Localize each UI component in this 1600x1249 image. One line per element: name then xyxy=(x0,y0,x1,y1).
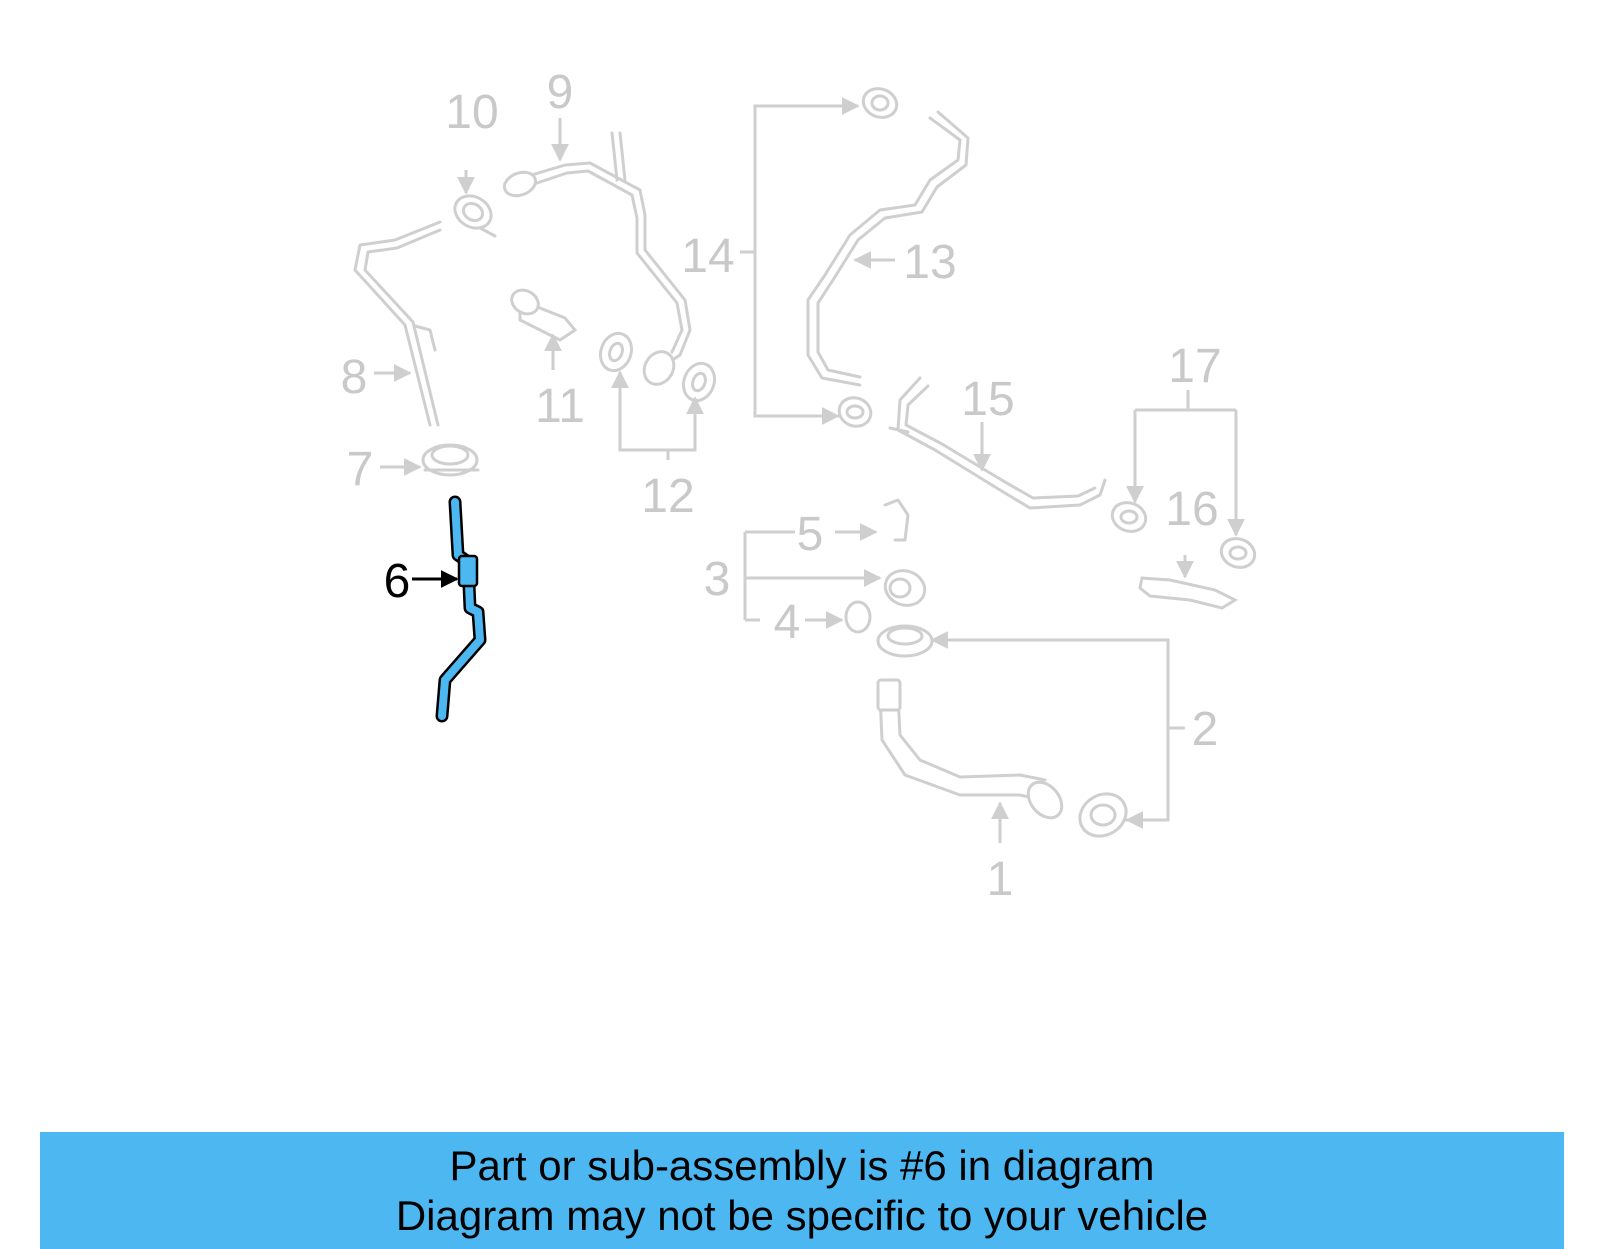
callout-8: 8 xyxy=(341,351,368,404)
banner-line-1: Part or sub-assembly is #6 in diagram xyxy=(449,1141,1155,1189)
part-11-connector xyxy=(510,288,578,342)
part-9-pipe xyxy=(503,131,692,386)
part-3-4-5 xyxy=(844,498,934,658)
callout-4: 4 xyxy=(774,596,801,649)
callout-12: 12 xyxy=(641,470,694,523)
callout-13: 13 xyxy=(903,236,956,289)
part-12-washers xyxy=(598,331,717,403)
callout-11: 11 xyxy=(535,380,585,433)
leader-lines xyxy=(374,97,1245,843)
banner-line-2: Diagram may not be specific to your vehi… xyxy=(395,1191,1209,1239)
callout-17: 17 xyxy=(1168,340,1221,393)
part-13-hose xyxy=(806,110,970,387)
callout-16: 16 xyxy=(1165,483,1218,536)
part-10-clamp xyxy=(453,194,497,238)
callout-3: 3 xyxy=(704,553,731,606)
part-14-clamps xyxy=(837,87,899,428)
part-16-parts xyxy=(1110,501,1257,610)
callout-7: 7 xyxy=(347,443,374,496)
callout-6: 6 xyxy=(384,555,411,608)
info-banner: Part or sub-assembly is #6 in diagram Di… xyxy=(40,1132,1564,1249)
callout-9: 9 xyxy=(547,66,574,119)
part-6-pipe-highlighted xyxy=(435,495,487,723)
callout-10: 10 xyxy=(445,86,498,139)
callout-15: 15 xyxy=(961,373,1014,426)
callout-5: 5 xyxy=(797,508,824,561)
part-8-pipe xyxy=(353,220,442,427)
callout-14: 14 xyxy=(681,230,734,283)
callout-1: 1 xyxy=(987,853,1014,906)
part-7-clamp xyxy=(421,443,480,477)
callout-2: 2 xyxy=(1192,703,1219,756)
part-1-hose xyxy=(876,678,1128,838)
